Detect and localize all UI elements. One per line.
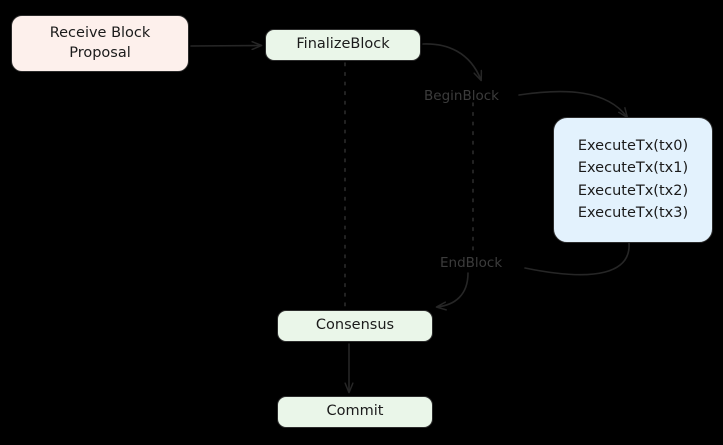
execute-tx-line-3: ExecuteTx(tx3)	[577, 204, 689, 221]
edge-label-begin-block: BeginBlock	[424, 88, 499, 104]
edge-receive-to-finalize	[190, 46, 261, 47]
edge-finalize-to-beginblock	[422, 43, 481, 80]
node-commit[interactable]: Commit	[277, 396, 433, 428]
node-finalize-block[interactable]: FinalizeBlock	[265, 29, 421, 61]
edge-endblock-to-consensus	[437, 272, 469, 307]
node-consensus-label: Consensus	[315, 317, 395, 334]
execute-tx-line-0: ExecuteTx(tx0)	[577, 138, 689, 155]
node-receive-block-proposal-line2: Proposal	[69, 44, 131, 61]
execute-tx-line-2: ExecuteTx(tx2)	[577, 182, 689, 199]
edge-executetx-to-endblock	[524, 242, 630, 276]
node-consensus[interactable]: Consensus	[277, 310, 433, 342]
node-finalize-block-label: FinalizeBlock	[296, 36, 390, 53]
node-receive-block-proposal-line1: Receive Block	[49, 25, 151, 42]
execute-tx-line-1: ExecuteTx(tx1)	[577, 160, 689, 177]
node-execute-tx[interactable]: ExecuteTx(tx0) ExecuteTx(tx1) ExecuteTx(…	[553, 117, 713, 243]
node-commit-label: Commit	[326, 403, 384, 420]
node-receive-block-proposal[interactable]: Receive Block Proposal	[11, 15, 189, 72]
edge-label-end-block: EndBlock	[440, 255, 503, 271]
edge-beginblock-to-executetx	[518, 90, 627, 117]
